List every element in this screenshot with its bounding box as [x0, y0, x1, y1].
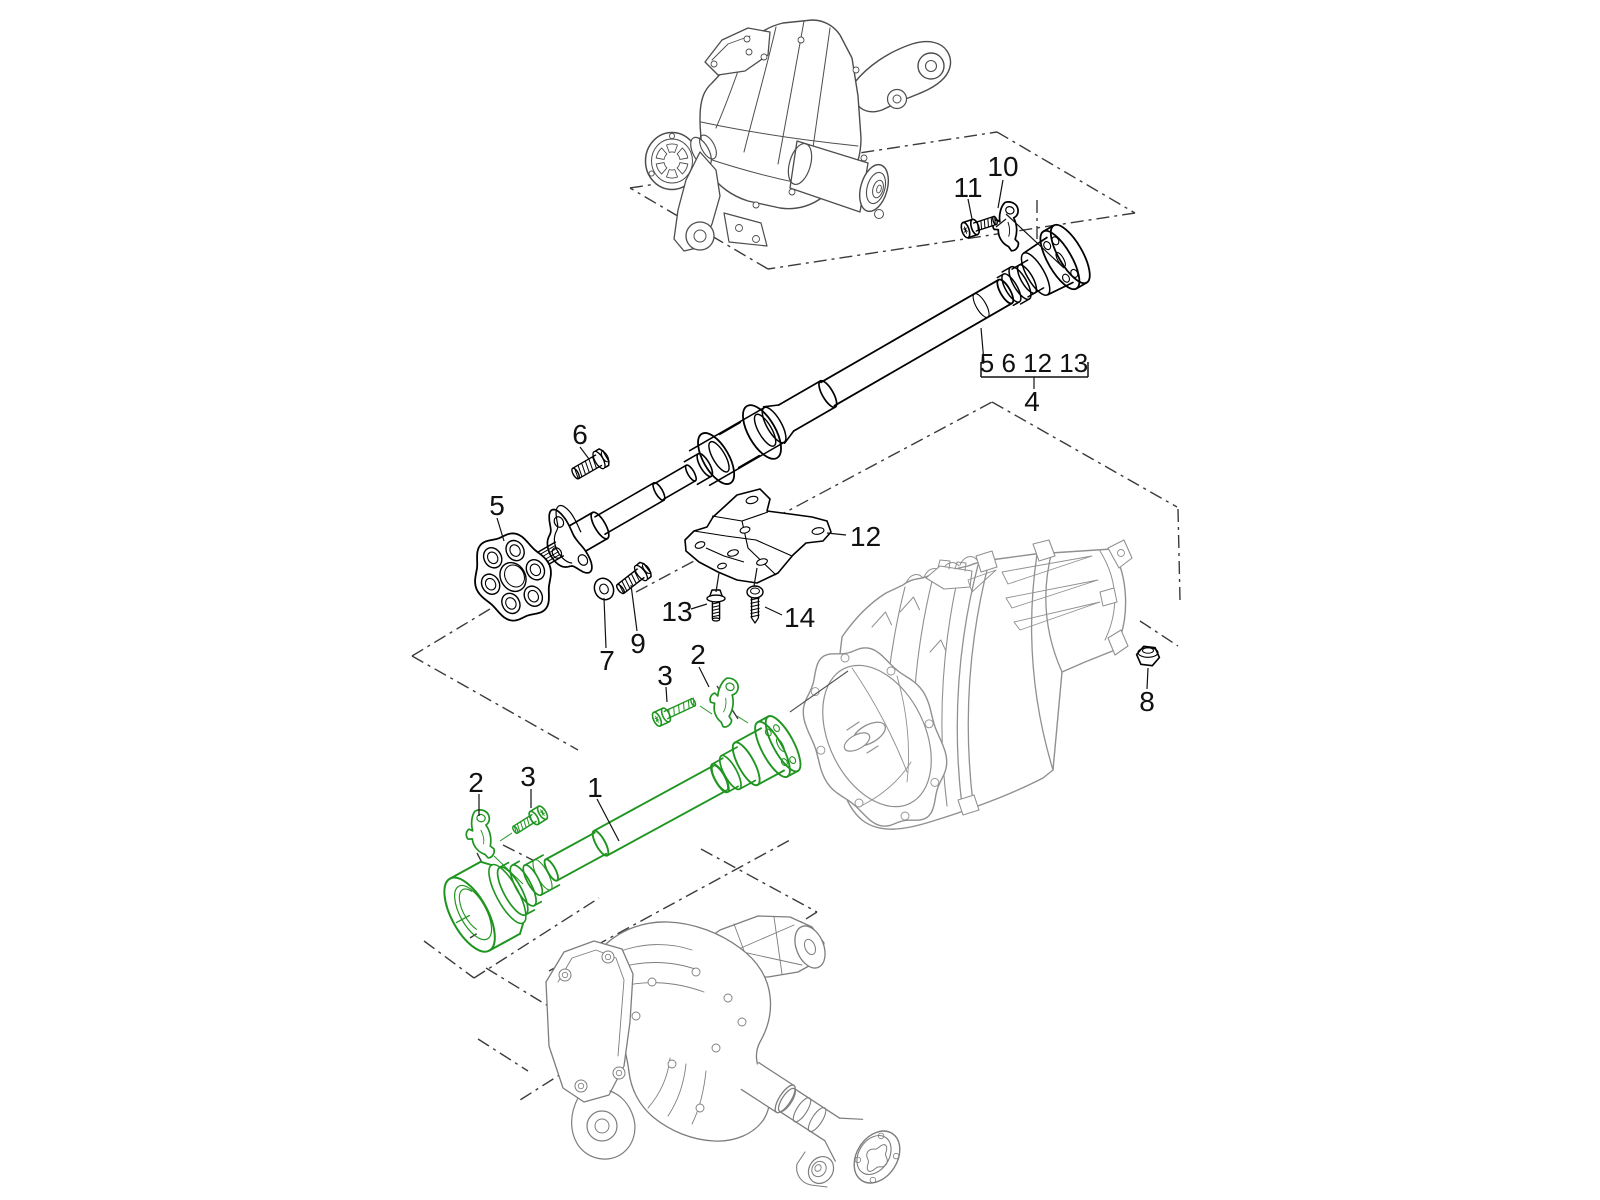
callout-c9[interactable]: 9 — [630, 628, 646, 659]
bolt-11[interactable] — [960, 215, 999, 239]
bolt-3-left[interactable] — [511, 805, 550, 835]
bolt-3-right[interactable] — [651, 697, 697, 728]
bolt-9[interactable] — [615, 561, 652, 595]
callout-c12[interactable]: 12 — [850, 521, 881, 552]
callout-c8[interactable]: 8 — [1139, 686, 1155, 717]
callout-c13[interactable]: 13 — [661, 596, 692, 627]
callout-c2t[interactable]: 2 — [690, 639, 706, 670]
callout-c10[interactable]: 10 — [987, 151, 1018, 182]
tunnel-bracket-12[interactable] — [684, 488, 832, 584]
callout-c2l[interactable]: 2 — [468, 767, 484, 798]
flex-disc[interactable] — [474, 532, 552, 622]
bolt-13[interactable] — [706, 589, 726, 622]
callout-c1[interactable]: 1 — [587, 772, 603, 803]
callout-c6[interactable]: 6 — [572, 419, 588, 450]
callout-grp[interactable]: 5 6 12 13 — [980, 348, 1088, 378]
callout-leaders — [478, 179, 1149, 842]
clip-2-left[interactable] — [461, 807, 502, 860]
washer-7[interactable] — [591, 575, 617, 603]
rear-differential — [644, 19, 952, 252]
transmission — [802, 539, 1133, 830]
front-axle — [545, 915, 901, 1188]
callout-c7[interactable]: 7 — [599, 645, 615, 676]
callout-c5[interactable]: 5 — [489, 490, 505, 521]
callout-c3t[interactable]: 3 — [657, 660, 673, 691]
mount-leader — [789, 670, 849, 713]
screw-14[interactable] — [746, 585, 764, 624]
callout-c3l[interactable]: 3 — [520, 761, 536, 792]
callout-c14[interactable]: 14 — [784, 602, 815, 633]
clip-2-right[interactable] — [699, 673, 752, 730]
callout-c11[interactable]: 11 — [953, 172, 982, 203]
nut-8[interactable] — [1135, 645, 1161, 667]
green-leaders — [493, 705, 749, 885]
front-driveshaft[interactable] — [434, 712, 807, 960]
bolt-6[interactable] — [570, 448, 610, 480]
callout-c4[interactable]: 4 — [1024, 386, 1040, 417]
